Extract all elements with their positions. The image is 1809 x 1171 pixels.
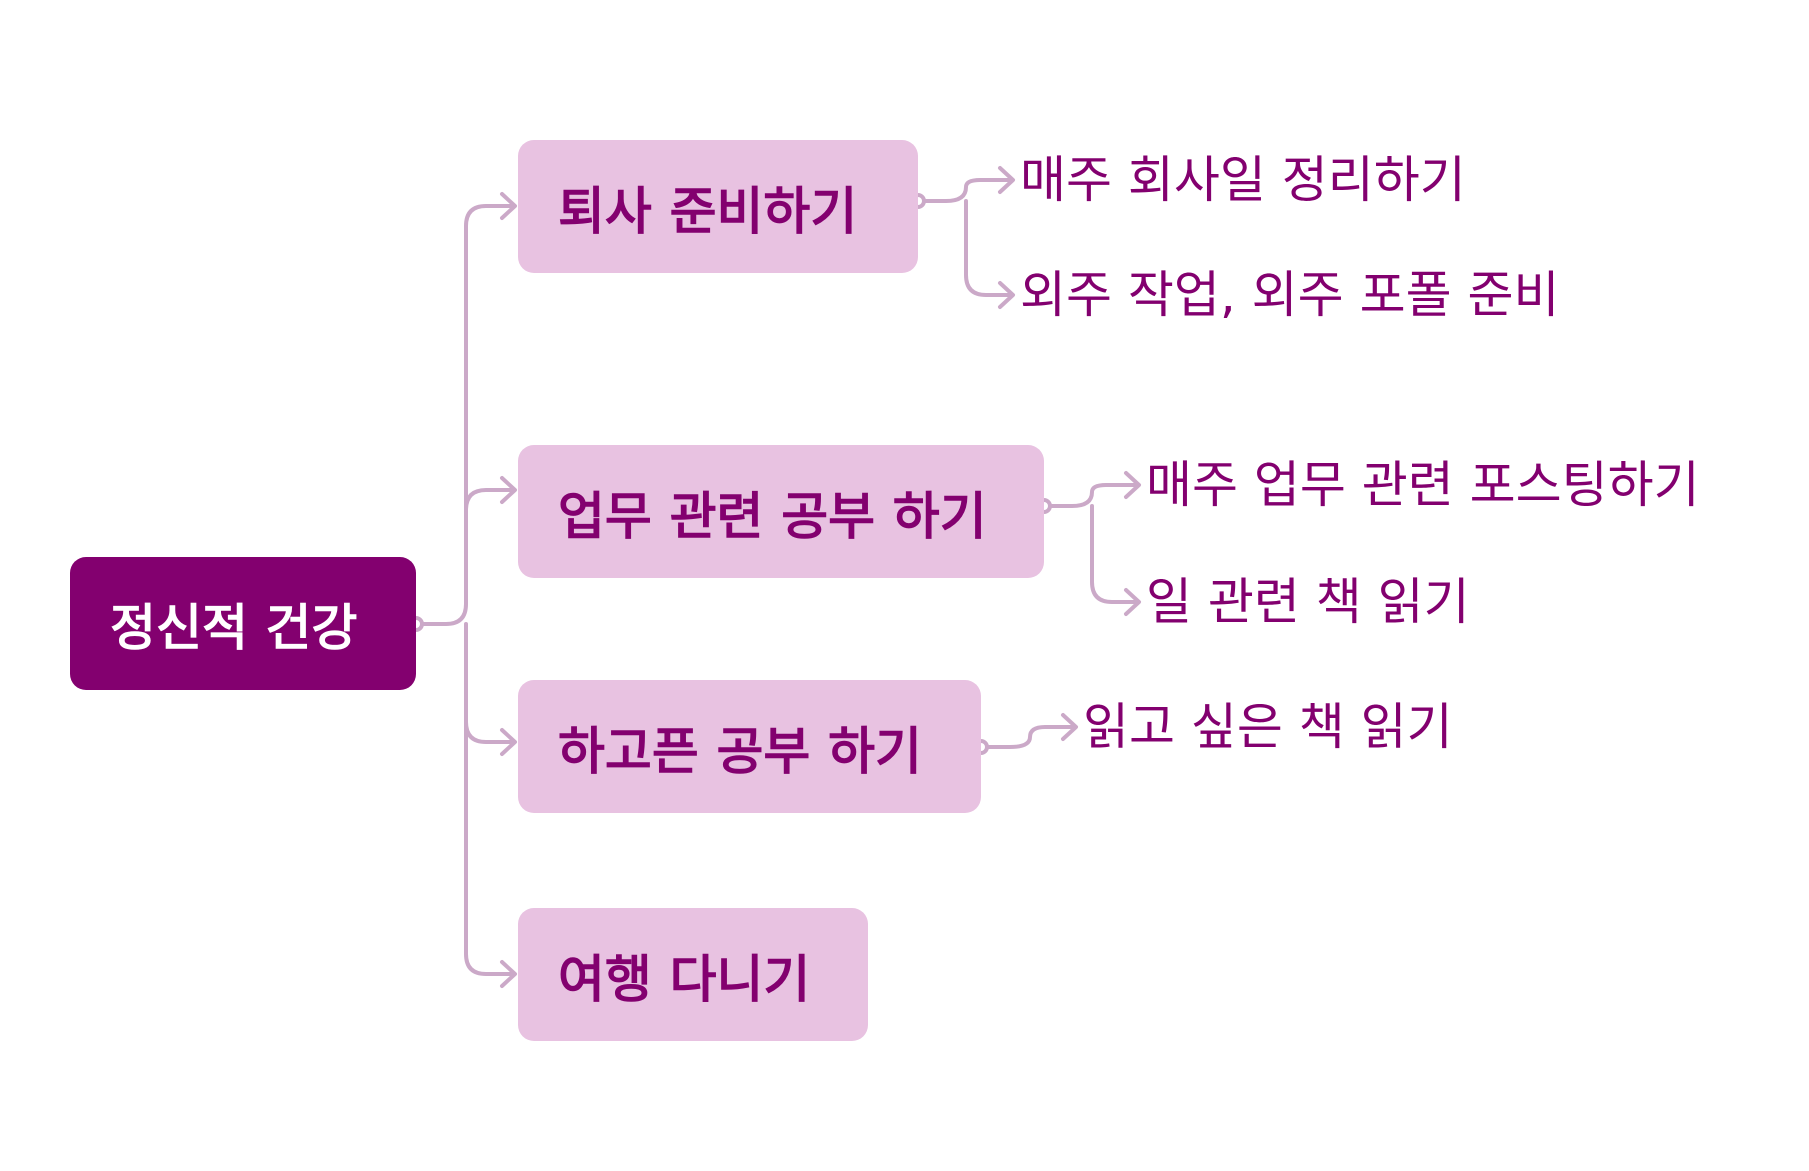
branch-topic-2[interactable]: 업무 관련 공부 하기: [518, 445, 1044, 578]
connector-root-branch-3: [464, 622, 516, 744]
branch-topic-3-label: 하고픈 공부 하기: [558, 722, 922, 782]
arrow-branch-4: [500, 960, 517, 988]
connector-root-branch-2: [464, 488, 516, 512]
arrow-branch-3: [500, 728, 517, 756]
branch-topic-4[interactable]: 여행 다니기: [518, 908, 868, 1041]
arrow-leaf-3-1: [1061, 713, 1078, 741]
arrow-leaf-1-1: [998, 166, 1015, 194]
leaf-topic-1-2[interactable]: 외주 작업, 외주 포폴 준비: [1020, 266, 1560, 324]
connector-root-branch-4: [464, 720, 516, 976]
root-topic[interactable]: 정신적 건강: [70, 557, 416, 690]
connector-branch-2-leaves: [1042, 483, 1140, 604]
branch-topic-3[interactable]: 하고픈 공부 하기: [518, 680, 981, 813]
arrow-leaf-1-2: [998, 281, 1015, 309]
root-topic-label: 정신적 건강: [110, 598, 358, 657]
branch-topic-1[interactable]: 퇴사 준비하기: [518, 140, 918, 273]
connector-branch-3-leaf: [979, 725, 1077, 749]
arrow-leaf-2-1: [1124, 471, 1141, 499]
arrow-leaf-2-2: [1124, 588, 1141, 616]
arrow-branch-2: [500, 476, 517, 504]
leaf-topic-3-1[interactable]: 읽고 싶은 책 읽기: [1083, 698, 1453, 756]
leaf-topic-2-1[interactable]: 매주 업무 관련 포스팅하기: [1146, 456, 1700, 514]
leaf-topic-1-1[interactable]: 매주 회사일 정리하기: [1020, 151, 1466, 209]
arrow-branch-1: [500, 192, 517, 220]
connector-branch-1-leaves: [916, 178, 1014, 297]
connector-root-branch-1: [414, 204, 516, 626]
branch-topic-1-label: 퇴사 준비하기: [558, 182, 858, 242]
branch-topic-2-label: 업무 관련 공부 하기: [558, 487, 987, 547]
branch-topic-4-label: 여행 다니기: [558, 950, 811, 1010]
leaf-topic-2-2[interactable]: 일 관련 책 읽기: [1146, 573, 1470, 631]
